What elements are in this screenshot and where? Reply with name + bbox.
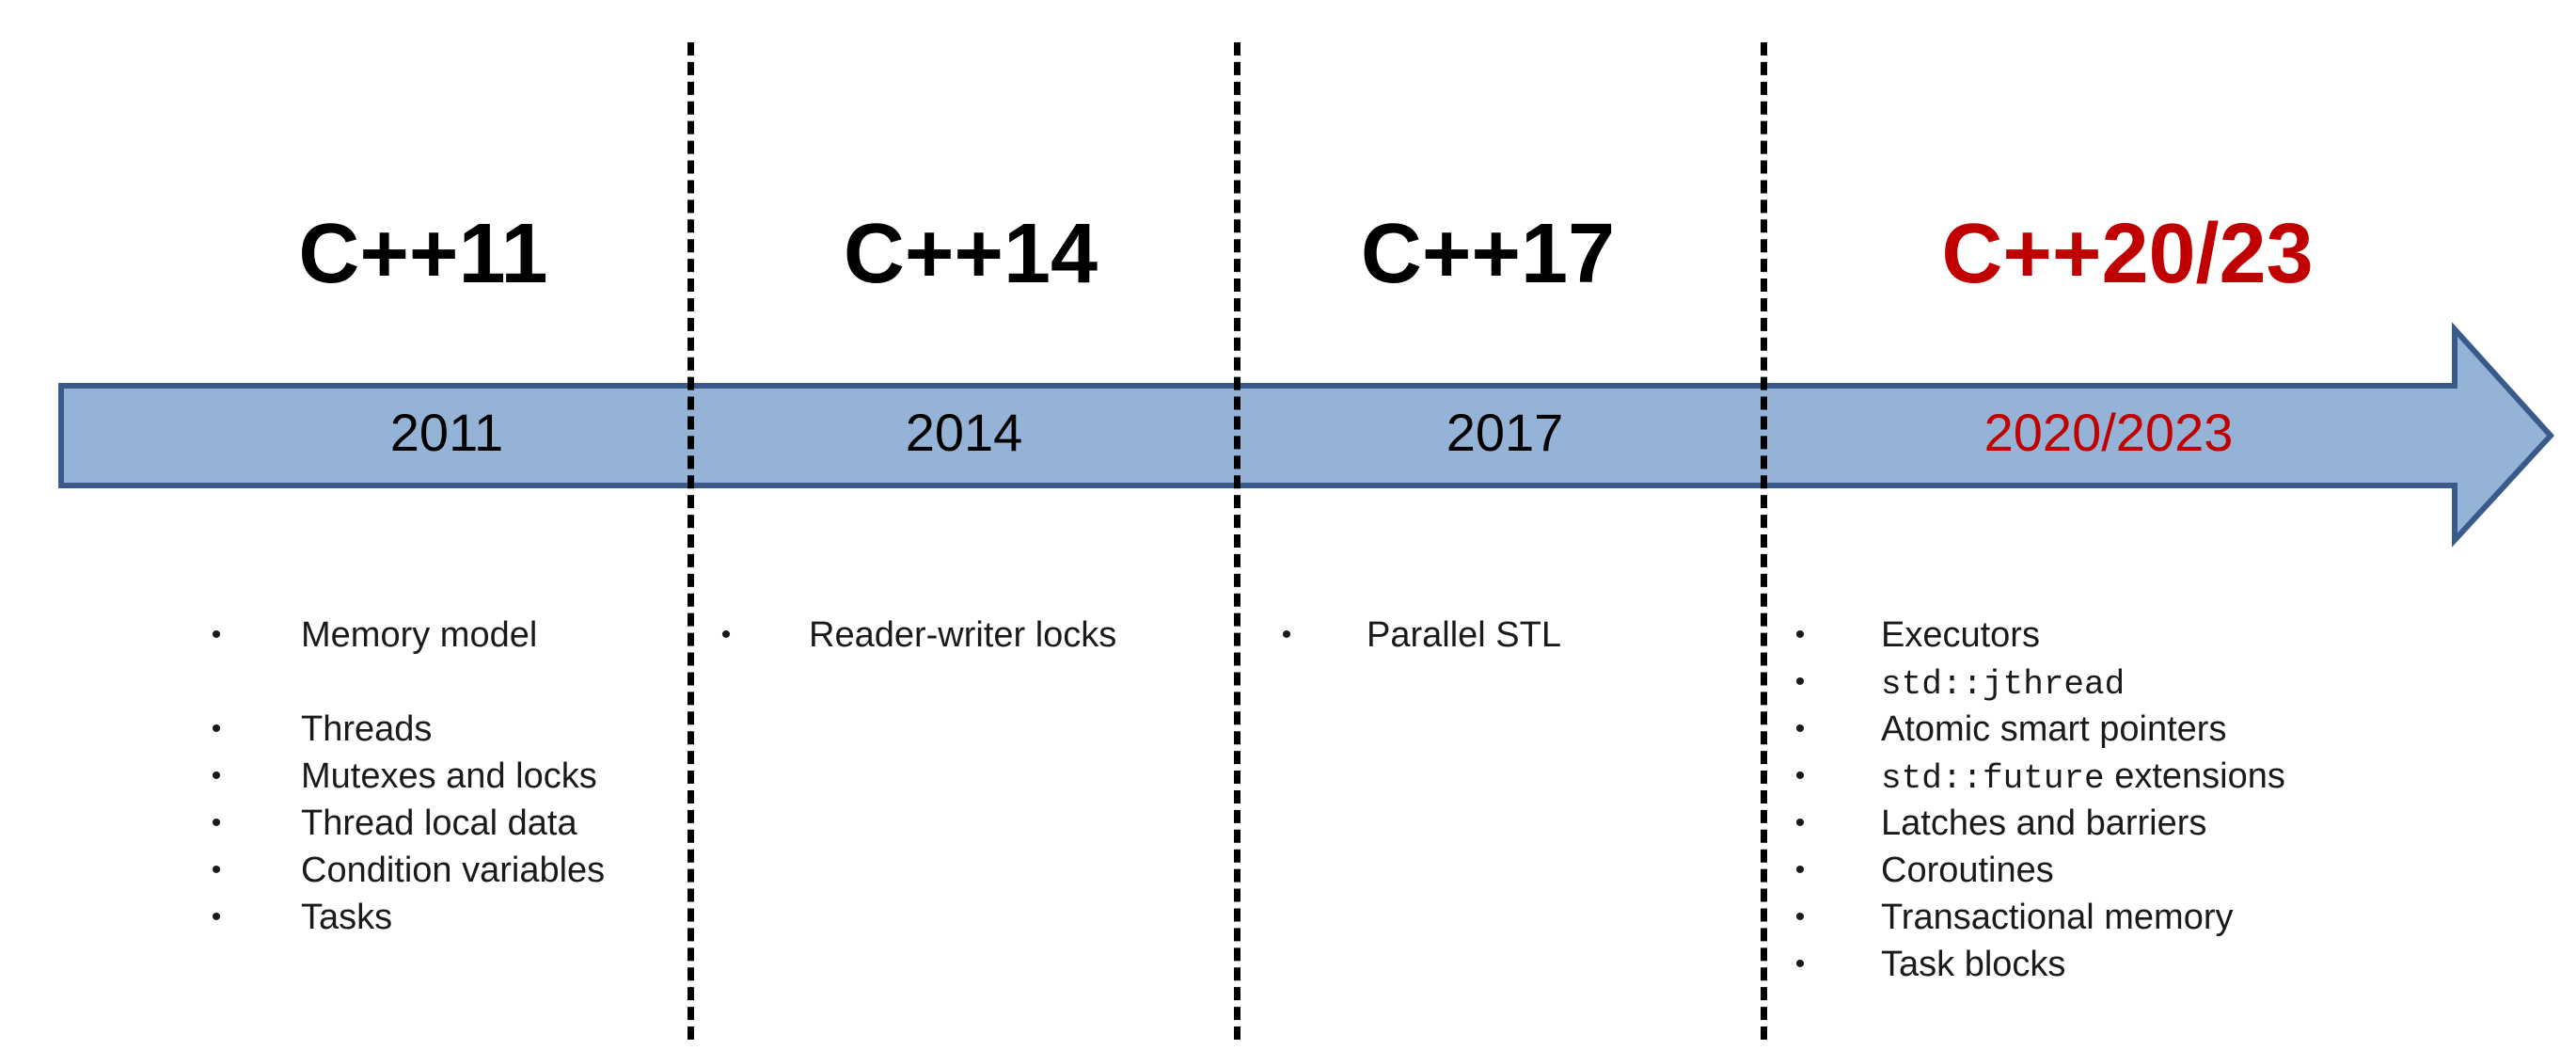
bullet-icon: • — [1794, 901, 1806, 932]
bullet-icon: • — [1794, 760, 1806, 791]
feature-item: •Task blocks — [1791, 941, 2285, 988]
bullet-icon: • — [211, 713, 222, 744]
divider-2017-2020 — [1761, 42, 1767, 1040]
year-2017: 2017 — [1446, 403, 1564, 462]
bullet-icon: • — [1794, 854, 1806, 885]
bullet-icon: • — [1794, 713, 1806, 744]
bullet-icon: • — [1794, 807, 1806, 838]
bullet-icon: • — [1794, 619, 1806, 650]
feature-item: •Parallel STL — [1277, 612, 1561, 659]
feature-item: •Coroutines — [1791, 847, 2285, 894]
version-cpp20-23: C++20/23 — [1941, 207, 2314, 301]
feature-item: •Memory model — [207, 612, 605, 659]
timeline-arrow-shape — [58, 322, 2555, 548]
feature-item: •std::jthread — [1791, 659, 2285, 706]
year-2020-2023: 2020/2023 — [1983, 403, 2234, 462]
bullet-icon: • — [720, 619, 732, 650]
bullet-icon: • — [211, 854, 222, 885]
feature-item: •Atomic smart pointers — [1791, 706, 2285, 753]
feature-item: •Threads — [207, 706, 605, 753]
bullet-icon: • — [1794, 948, 1806, 979]
bullet-icon: • — [1281, 619, 1292, 650]
feature-list-cpp11: •Memory model •Threads •Mutexes and lock… — [207, 612, 605, 941]
feature-item: •Executors — [1791, 612, 2285, 659]
bullet-icon: • — [211, 901, 222, 932]
feature-item: •Transactional memory — [1791, 894, 2285, 941]
bullet-icon: • — [211, 619, 222, 650]
feature-item: •Condition variables — [207, 847, 605, 894]
bullet-icon: • — [1794, 666, 1806, 697]
version-cpp17: C++17 — [1360, 207, 1616, 301]
feature-item: •std::future extensions — [1791, 753, 2285, 800]
feature-item: •Thread local data — [207, 800, 605, 847]
year-2011: 2011 — [389, 403, 504, 462]
bullet-icon: • — [211, 807, 222, 838]
feature-list-cpp17: •Parallel STL — [1277, 612, 1561, 659]
feature-list-cpp14: •Reader-writer locks — [717, 612, 1117, 659]
version-cpp14: C++14 — [843, 207, 1098, 301]
feature-item: •Mutexes and locks — [207, 753, 605, 800]
divider-2011-2014 — [687, 42, 694, 1040]
version-cpp11: C++11 — [298, 207, 548, 301]
divider-2014-2017 — [1234, 42, 1241, 1040]
feature-item: •Tasks — [207, 894, 605, 941]
feature-item: •Latches and barriers — [1791, 800, 2285, 847]
year-2014: 2014 — [905, 403, 1023, 462]
feature-list-cpp20-23: •Executors •std::jthread •Atomic smart p… — [1791, 612, 2285, 988]
bullet-icon: • — [211, 760, 222, 791]
feature-item: •Reader-writer locks — [717, 612, 1117, 659]
